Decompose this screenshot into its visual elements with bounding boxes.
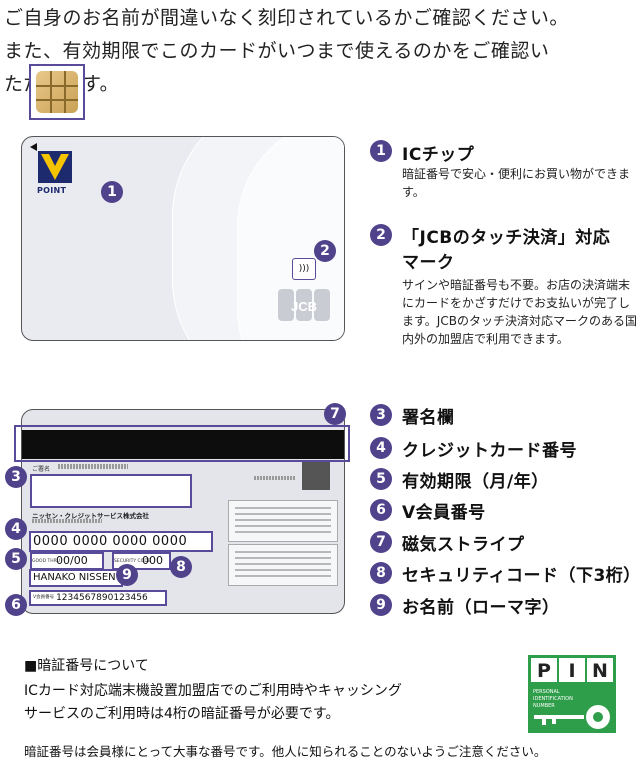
legend-badge-1: 1 (370, 140, 392, 162)
point-logo-text: POINT (37, 186, 67, 195)
pin-caption-2: IDENTIFICATION (533, 696, 573, 702)
legend-title-signature: 署名欄 (402, 408, 455, 428)
pin-letter-i: I (568, 660, 575, 682)
pin-body-line-2: サービスのご利用時は4桁の暗証番号が必要です。 (24, 706, 340, 722)
legend-title-name: お名前（ローマ字） (402, 598, 560, 618)
signature-box (30, 474, 192, 508)
legend-badge-4: 4 (370, 437, 392, 459)
qr-code-icon (302, 462, 330, 490)
issuer-name: ニッセン・クレジットサービス株式会社 (32, 512, 149, 520)
legend-title-member: V会員番号 (402, 503, 486, 523)
pin-body-line-1: ICカード対応端末機設置加盟店でのご利用時やキャッシング (24, 683, 402, 699)
ic-chip-icon (36, 71, 78, 113)
badge-2: 2 (314, 240, 336, 262)
legend-desc-ic-chip: 暗証番号で安心・便利にお買い物ができます。 (402, 167, 631, 199)
pin-heading: ■暗証番号について (24, 658, 149, 674)
info-panel-lower (228, 544, 338, 586)
expiry-value: 00/00 (56, 554, 88, 567)
legend-badge-7: 7 (370, 531, 392, 553)
badge-4: 4 (5, 518, 27, 540)
legend-title-security: セキュリティコード（下3桁） (402, 566, 640, 586)
v-point-logo-icon (38, 151, 72, 183)
badge-1: 1 (101, 181, 123, 203)
member-label: V会員番号 (33, 595, 55, 600)
magnetic-stripe-highlight (14, 425, 350, 462)
legend-badge-5: 5 (370, 468, 392, 490)
issuer-pattern (32, 519, 102, 523)
qr-label-pattern (254, 476, 296, 480)
pin-caption-1: PERSONAL (533, 689, 560, 695)
badge-6: 6 (5, 594, 27, 616)
badge-8: 8 (170, 556, 192, 578)
member-number-value: 1234567890123456 (56, 593, 148, 603)
legend-title-ic-chip: ICチップ (402, 145, 475, 165)
jcb-brand-icon: JCB (278, 289, 330, 321)
legend-title-touch: 「JCBのタッチ決済」対応 (402, 228, 611, 248)
badge-9: 9 (116, 564, 138, 586)
legend-badge-9: 9 (370, 594, 392, 616)
signature-pattern (58, 464, 128, 469)
legend-title-card-number: クレジットカード番号 (402, 441, 577, 461)
contactless-icon: ))) (298, 264, 310, 274)
intro-line-2: また、有効期限でこのカードがいつまで使えるのかをご確認い (4, 40, 550, 62)
jcb-brand-text: JCB (291, 299, 317, 314)
badge-5: 5 (5, 548, 27, 570)
intro-line-3: ただけます。 (4, 68, 636, 101)
pin-note: 暗証番号は会員様にとって大事な番号です。他人に知られることのないようご注意くださ… (24, 744, 547, 759)
legend-desc-touch: サインや暗証番号も不要。お店の決済端末にカードをかざすだけでお支払いが完了します… (402, 278, 637, 346)
insert-direction-icon (30, 143, 37, 151)
expiry-field: GOOD THRU00/00 (30, 552, 104, 570)
legend-badge-3: 3 (370, 404, 392, 426)
security-label: SECURITY CODE (114, 558, 151, 564)
pin-logo-icon: P I N PERSONAL IDENTIFICATION NUMBER (528, 655, 616, 733)
card-number-field: 0000 0000 0000 0000 (29, 531, 213, 552)
cardholder-name-field: HANAKO NISSEN (29, 569, 123, 587)
legend-title-touch-2: マーク (402, 253, 455, 273)
ic-chip (29, 64, 85, 120)
card-front-illustration: POINT JCB (21, 136, 345, 341)
info-panel-upper (228, 500, 338, 542)
badge-3: 3 (5, 466, 27, 488)
pin-letter-p: P (537, 660, 551, 682)
pin-caption-3: NUMBER (533, 703, 555, 709)
pin-body: ICカード対応端末機設置加盟店でのご利用時やキャッシング サービスのご利用時は4… (24, 680, 514, 726)
legend-badge-2: 2 (370, 224, 392, 246)
expiry-label: GOOD THRU (32, 558, 61, 564)
magnetic-stripe (22, 430, 344, 459)
intro-line-1: ご自身のお名前が間違いなく刻印されているかご確認ください。 (4, 7, 569, 29)
badge-7: 7 (324, 403, 346, 425)
intro-text: ご自身のお名前が間違いなく刻印されているかご確認ください。 また、有効期限でこの… (4, 2, 636, 101)
security-code-value: 000 (142, 554, 163, 567)
legend-badge-8: 8 (370, 562, 392, 584)
contactless-mark: ))) (292, 258, 316, 280)
pin-letter-n: N (592, 660, 608, 682)
signature-label: ご署名 (32, 466, 51, 473)
legend-badge-6: 6 (370, 499, 392, 521)
legend-title-expiry: 有効期限（月/年） (402, 472, 549, 492)
legend-title-stripe: 磁気ストライプ (402, 535, 525, 555)
